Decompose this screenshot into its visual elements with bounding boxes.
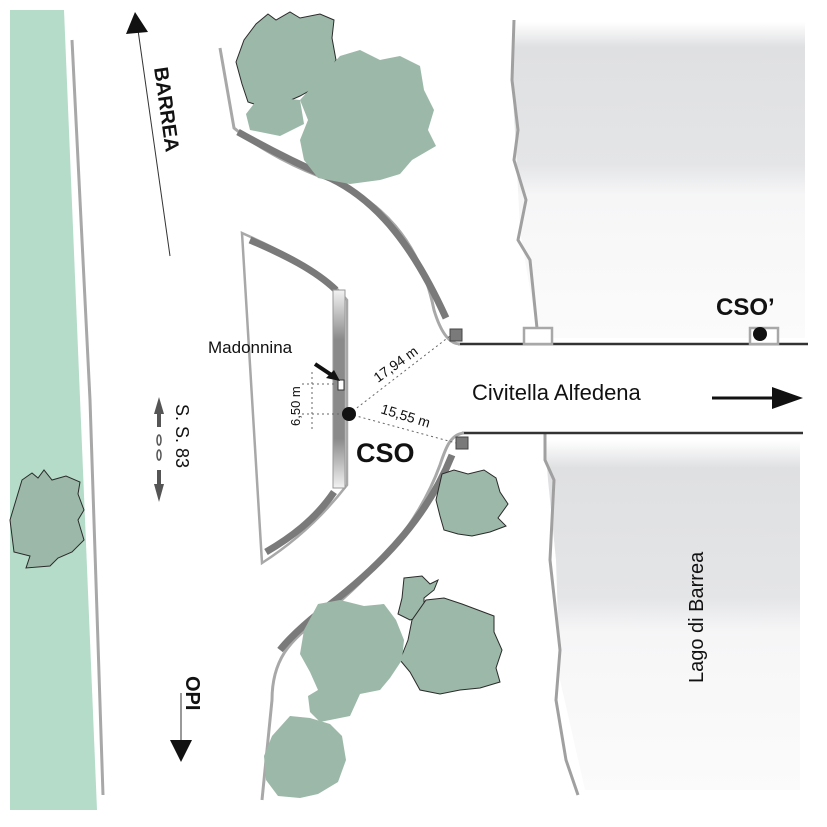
arrow-down-icon xyxy=(170,693,192,762)
measure-south-label: 15,55 m xyxy=(379,401,432,431)
road-name-label: S. S. 83 xyxy=(172,404,192,468)
lake-north xyxy=(510,19,805,339)
civitella-label: Civitella Alfedena xyxy=(472,380,642,405)
lake-north-shore xyxy=(510,19,540,339)
measure-offset-label: 6,50 m xyxy=(288,386,303,426)
cso-prime-label: CSO’ xyxy=(716,294,775,321)
madonnina-arrow-icon xyxy=(313,362,340,381)
tree-north-2 xyxy=(246,50,436,184)
bridge-pier xyxy=(522,326,554,346)
cso-prime-point xyxy=(753,327,767,341)
traffic-island xyxy=(240,231,349,566)
marker-north xyxy=(449,328,463,342)
arrow-right-icon xyxy=(712,387,803,409)
road-edge-left xyxy=(70,39,105,796)
river xyxy=(10,10,97,810)
tree-south-1 xyxy=(435,469,509,537)
madonnina-marker xyxy=(337,379,345,391)
tree-south-4 xyxy=(264,716,346,798)
double-arrow-icon xyxy=(154,397,164,502)
road-curve-south-dark xyxy=(277,453,456,653)
lake-label: Lago di Barrea xyxy=(686,551,708,683)
lake-south-shore xyxy=(543,434,580,796)
cso-point xyxy=(342,407,356,421)
lake-south xyxy=(543,434,800,796)
measure-line-north xyxy=(348,335,451,415)
measure-line-south xyxy=(348,413,457,444)
tree-river xyxy=(9,469,85,569)
tree-south-2 xyxy=(397,575,503,695)
tree-south-3 xyxy=(300,600,404,722)
marker-south xyxy=(455,436,469,450)
madonnina-label: Madonnina xyxy=(208,338,293,357)
opi-label: OPI xyxy=(181,676,203,710)
arrow-up-icon xyxy=(126,12,171,257)
cso-label: CSO xyxy=(356,438,415,468)
